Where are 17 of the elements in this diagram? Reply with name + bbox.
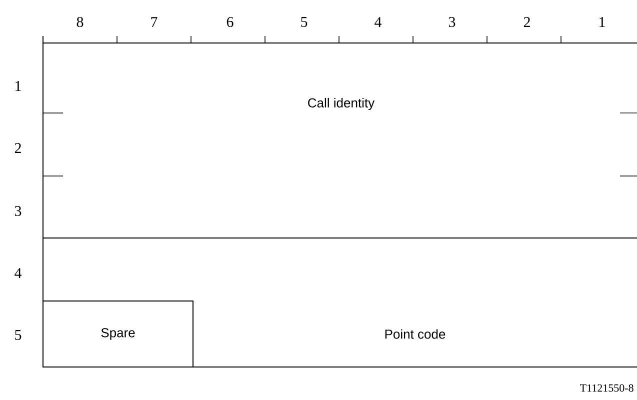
octet-number: 5 (15, 330, 22, 340)
field-label: Call identity (308, 98, 375, 110)
figure-code: T1121550-8 (580, 384, 634, 392)
bit-number: 4 (374, 17, 382, 27)
bit-number: 6 (226, 16, 234, 28)
octet-number: 1 (16, 81, 21, 91)
bit-number: 2 (524, 17, 530, 27)
octet-number: 4 (14, 268, 22, 278)
octet-number: 2 (14, 143, 21, 153)
bit-number: 7 (151, 17, 158, 27)
bit-number: 8 (76, 16, 84, 28)
bit-number: 1 (600, 17, 605, 27)
bit-number: 3 (448, 16, 456, 28)
field-label: Point code (385, 329, 446, 339)
octet-number: 3 (14, 206, 22, 216)
field-box: Spare (42, 300, 194, 368)
bit-number: 5 (301, 17, 308, 27)
